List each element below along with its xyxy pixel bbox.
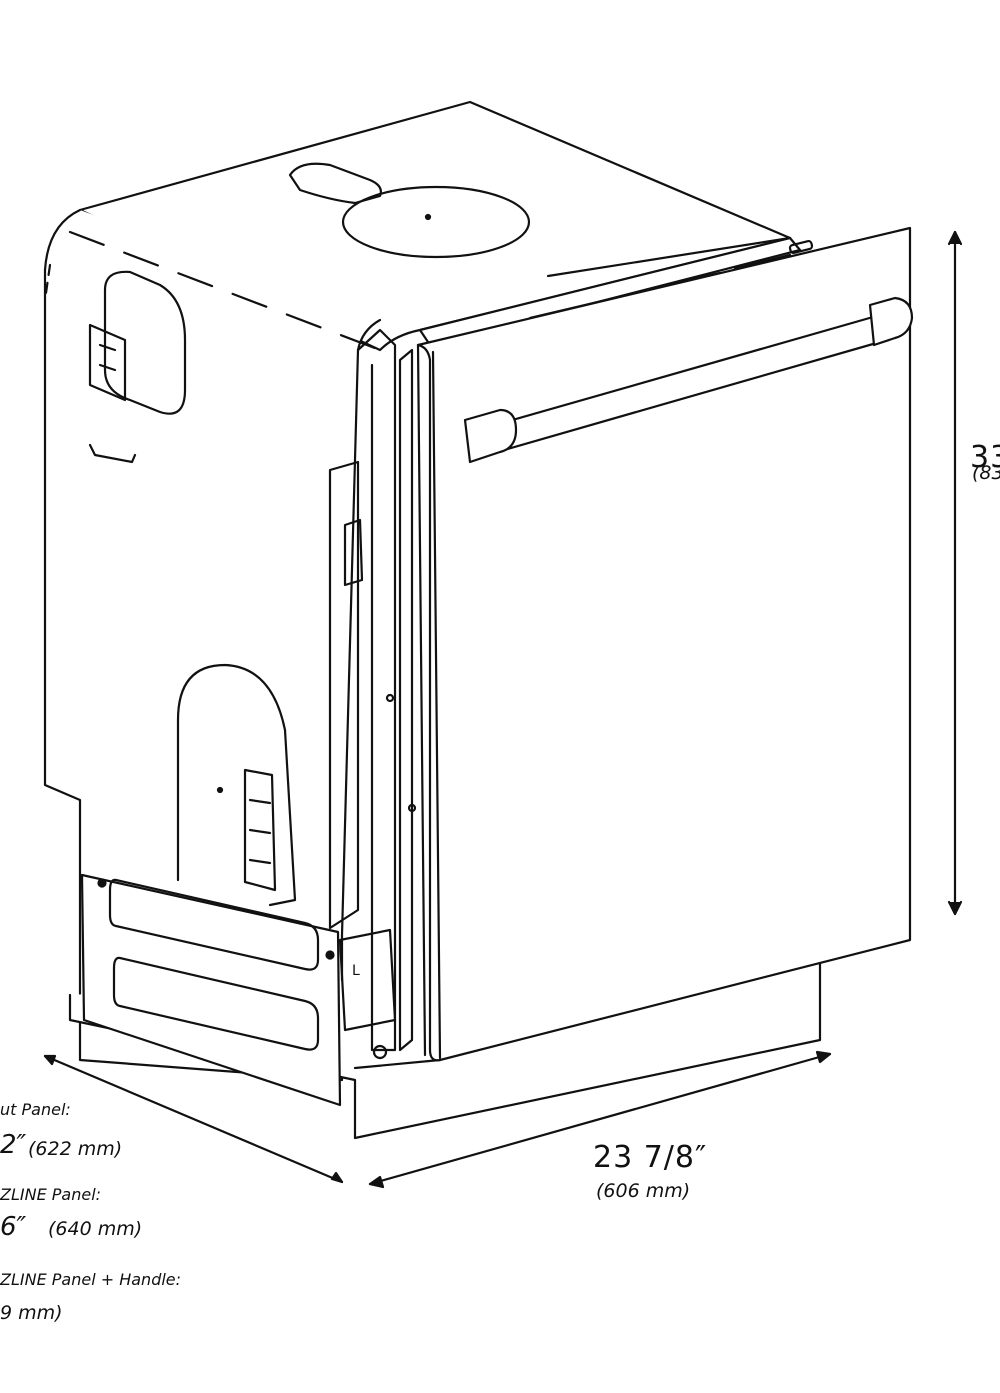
hinge-block [343, 518, 364, 587]
hinge-letter-l: L [352, 963, 360, 979]
side-frame-inner [398, 348, 414, 1052]
height-arrow-top [947, 230, 963, 246]
depth-with-panel-value: 6″ [0, 1212, 27, 1242]
width-dimension: 23 7/8″ [593, 1140, 708, 1175]
control-panel-strip [418, 236, 802, 347]
side-dashed-line-2 [43, 263, 52, 302]
control-button [788, 239, 814, 255]
depth-without-panel-metric: (622 mm) [28, 1138, 123, 1160]
depth-with-handle-label: ZLINE Panel + Handle: [0, 1270, 182, 1289]
side-bracket-icon [88, 323, 127, 402]
width-arrow-right [815, 1050, 832, 1064]
top-circular-cutout [341, 185, 531, 259]
top-slot-channel [288, 162, 382, 205]
hinge-lower [338, 928, 397, 1032]
depth-arrow-line [43, 1054, 344, 1184]
depth-arrow-left [43, 1054, 57, 1066]
width-arrow-left [368, 1175, 385, 1189]
side-screw [216, 786, 224, 794]
depth-with-panel-metric: (640 mm) [48, 1218, 143, 1240]
side-upper-cutout [103, 270, 187, 415]
width-metric: (606 mm) [596, 1180, 691, 1202]
height-dimension: 33 [970, 440, 1000, 475]
kick-plate-screw [325, 950, 335, 960]
base-front-edge [353, 1058, 442, 1070]
kick-slot-upper [108, 878, 320, 971]
door-edge [416, 343, 427, 1057]
depth-with-handle-metric: 9 mm) [0, 1302, 63, 1324]
left-side-panel [43, 208, 382, 1082]
depth-without-panel-value: 2″ [0, 1130, 27, 1160]
door-inner-edge [431, 350, 442, 1060]
depth-without-panel-label: ut Panel: [0, 1100, 71, 1119]
kick-plate-screw [97, 878, 107, 888]
top-center-dot [424, 213, 432, 221]
depth-with-panel-label: ZLINE Panel: [0, 1185, 102, 1204]
door-handle-right-mount [868, 296, 914, 347]
hinge-screw [407, 803, 417, 813]
side-lower-arch [176, 663, 297, 907]
side-frame-strip [356, 328, 397, 1052]
door-handle-left-mount [463, 408, 518, 464]
height-metric: (83 [972, 462, 1000, 484]
width-arrow-line [368, 1052, 832, 1186]
top-inner-seam [546, 236, 792, 278]
base-foot [372, 1044, 388, 1060]
kick-slot-lower [112, 956, 320, 1051]
height-arrow-bottom [947, 900, 963, 916]
depth-arrow-right [330, 1171, 344, 1184]
door-spring-arm [328, 460, 360, 930]
side-vent-grille [243, 768, 277, 892]
hinge-screw [385, 693, 395, 703]
side-hook [88, 443, 137, 464]
